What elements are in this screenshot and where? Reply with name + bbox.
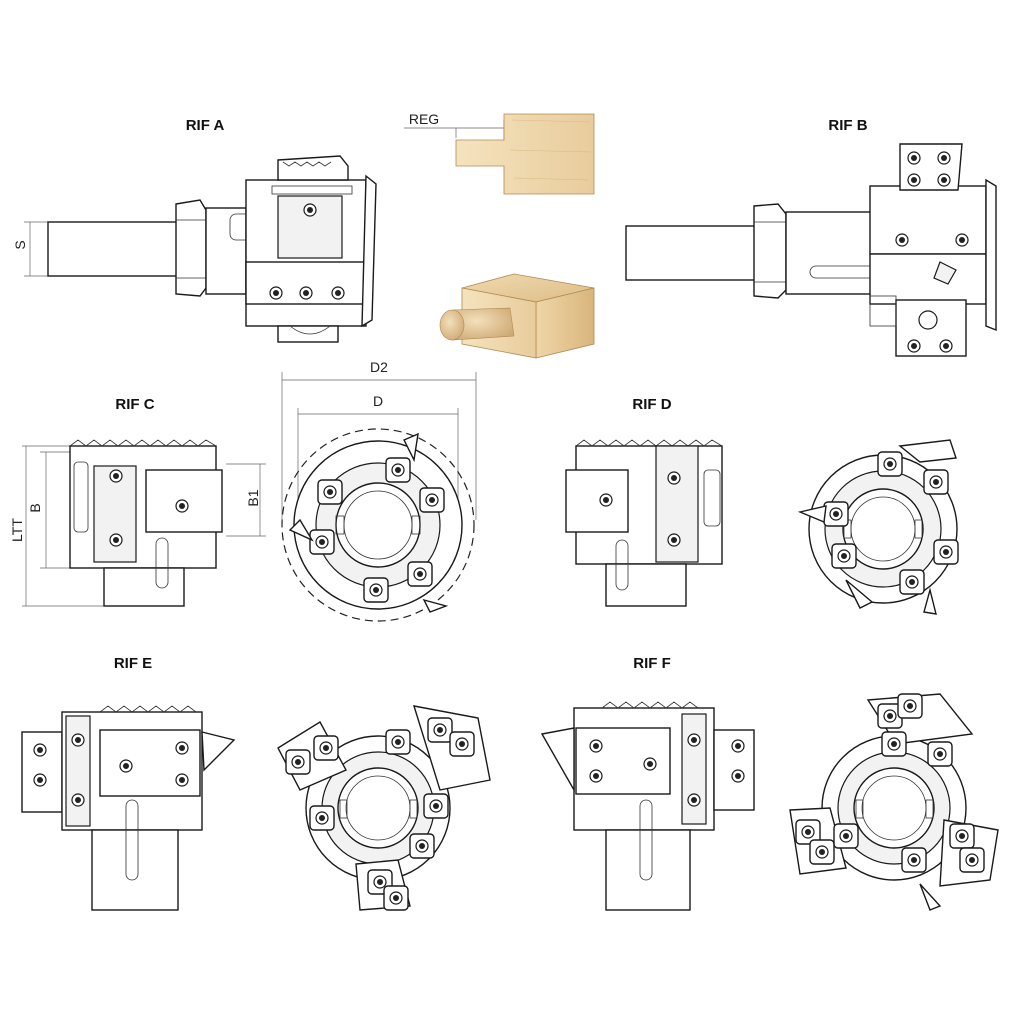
- rif-f-plan: [789, 693, 999, 911]
- rif-f-drawing: [540, 701, 755, 911]
- rif-e-plan: [277, 705, 491, 911]
- rif-c-title: RIF C: [115, 396, 154, 413]
- dim-d2-label: D2: [370, 359, 388, 375]
- dim-d-label: D: [373, 393, 383, 409]
- rif-a-title: RIF A: [186, 117, 225, 134]
- cutter-plan-with-diameters: D2 D: [281, 359, 477, 622]
- tenon-3d-illustration: [439, 273, 595, 359]
- rif-f-title: RIF F: [633, 655, 671, 672]
- rif-d-drawing: [565, 439, 723, 607]
- rif-b-title: RIF B: [828, 117, 867, 134]
- dim-reg-label: REG: [409, 111, 439, 127]
- dim-b1-label: B1: [245, 489, 261, 506]
- rif-b-drawing: [625, 143, 997, 357]
- rif-d-title: RIF D: [632, 396, 671, 413]
- reg-profile-illustration: REG: [404, 111, 595, 195]
- rif-d-plan: [797, 439, 959, 615]
- rif-e-drawing: [21, 705, 236, 911]
- rif-a-drawing: S: [12, 155, 377, 343]
- dim-b-label: B: [27, 503, 43, 512]
- rif-c-drawing: LTT B B1: [9, 439, 266, 607]
- dim-s-label: S: [12, 240, 28, 249]
- rif-e-title: RIF E: [114, 655, 152, 672]
- dim-ltt-label: LTT: [9, 518, 25, 542]
